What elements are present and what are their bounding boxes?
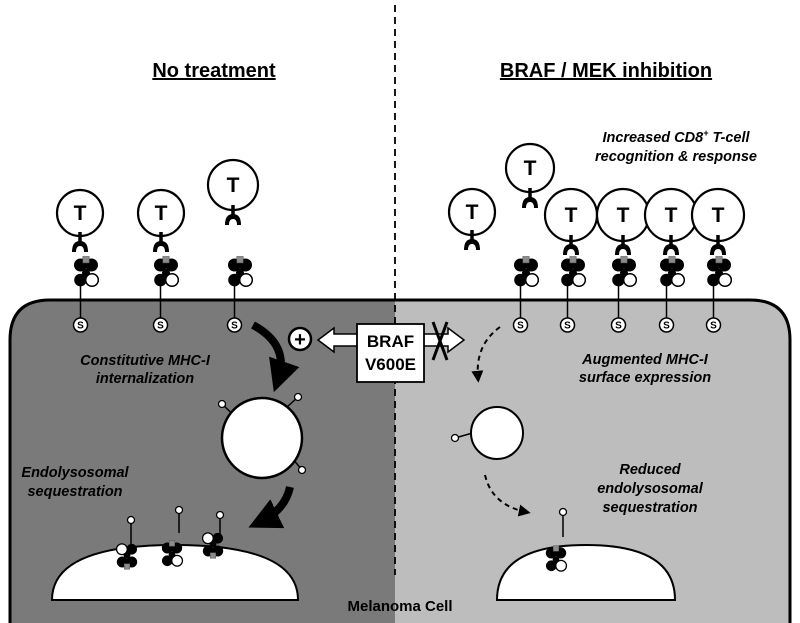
t-cell: T — [206, 158, 260, 225]
s-anchor-label: S — [710, 321, 717, 332]
s-anchor-label: S — [663, 321, 670, 332]
tcr-receptor-icon — [663, 235, 679, 255]
reduced-label: Reduced — [619, 462, 681, 478]
recognition-label-line2: recognition & response — [595, 149, 757, 165]
mhc-i-complex-icon — [561, 256, 587, 318]
s-anchor-label: S — [77, 321, 84, 332]
t-cell-label: T — [712, 204, 725, 227]
mhc-i-complex-icon — [115, 543, 138, 570]
cell-membrane — [8, 298, 792, 623]
s-anchor-icon: S — [226, 317, 243, 333]
t-cell: T — [504, 142, 556, 208]
internalization-arrow — [250, 321, 300, 393]
inhibition-cross-icon — [431, 321, 449, 361]
t-cell: T — [690, 187, 746, 255]
mhc-i-complex-icon — [545, 545, 568, 572]
mhc-i-complex-icon — [660, 256, 686, 318]
augmented-label: Augmented MHC-I — [581, 352, 709, 368]
t-cell-label: T — [155, 202, 168, 225]
mhc-stalk — [174, 505, 184, 533]
heading-no-treatment: No treatment — [152, 60, 276, 82]
activation-plus-sign: + — [294, 329, 306, 351]
s-anchor-label: S — [615, 321, 622, 332]
tcr-receptor-icon — [615, 235, 631, 255]
braf-mutation-label: V600E — [365, 355, 416, 374]
tcr-receptor-icon — [225, 205, 241, 225]
s-anchor-icon: S — [559, 317, 576, 333]
mhc-i-complex-icon — [161, 540, 184, 567]
mhc-i-complex-icon — [154, 256, 180, 318]
s-anchor-label: S — [231, 321, 238, 332]
t-cell-label: T — [617, 204, 630, 227]
tcr-receptor-icon — [153, 232, 169, 252]
tcr-receptor-icon — [522, 188, 538, 208]
sequestration-arrow — [248, 485, 294, 529]
s-anchor-icon: S — [610, 317, 627, 333]
mhc-i-complex-icon — [612, 256, 638, 318]
endolysosome-right — [495, 543, 677, 601]
endosome-left — [220, 396, 304, 480]
t-cell-label: T — [665, 204, 678, 227]
s-anchor-icon: S — [152, 317, 169, 333]
tcr-receptor-icon — [464, 230, 480, 250]
tcr-receptor-icon — [563, 235, 579, 255]
t-cells: T T T T T T T T T — [55, 142, 746, 255]
t-cell-label: T — [524, 157, 537, 180]
sequestration-label-line2: sequestration — [27, 484, 122, 500]
internalization-label-line2: internalization — [96, 371, 194, 387]
t-cell-label: T — [74, 202, 87, 225]
t-cell-label: T — [227, 174, 240, 197]
activation-plus-icon — [287, 326, 313, 352]
caption-melanoma-cell: Melanoma Cell — [347, 598, 452, 615]
mhc-i-complex-icon — [201, 532, 224, 559]
t-cell-label: T — [565, 204, 578, 227]
mhc-stalk — [126, 515, 136, 545]
heading-braf-mek: BRAF / MEK inhibition — [500, 60, 712, 82]
reduced-sequestration-arrow — [484, 474, 531, 517]
augmented-label-line2: surface expression — [579, 370, 711, 386]
reduced-label-line2: endolysosomal — [597, 481, 704, 497]
reduced-label-line3: sequestration — [602, 500, 697, 516]
s-anchor-label: S — [564, 321, 571, 332]
s-anchor-label: S — [157, 321, 164, 332]
endosome-right — [470, 406, 524, 460]
tcr-receptor-icon — [72, 232, 88, 252]
s-anchor-icon: S — [512, 317, 529, 333]
sequestration-label: Endolysosomal — [21, 465, 129, 481]
mhc-i-complex-icon — [74, 256, 100, 318]
s-anchor-label: S — [517, 321, 524, 332]
t-cell: T — [643, 187, 699, 255]
t-cell: T — [136, 188, 186, 252]
s-anchor-icon: S — [72, 317, 89, 333]
internalization-label: Constitutive MHC-I — [80, 353, 211, 369]
t-cell: T — [595, 187, 651, 255]
t-cell-label: T — [466, 201, 479, 224]
mhc-i-complex-icon — [228, 256, 254, 318]
s-anchor-icon: S — [705, 317, 722, 333]
s-anchor-icon: S — [658, 317, 675, 333]
tcr-receptor-icon — [710, 235, 726, 255]
braf-box — [356, 323, 425, 383]
t-cell: T — [447, 187, 497, 250]
braf-label: BRAF — [367, 332, 414, 351]
mhc-stalk — [558, 507, 568, 537]
t-cell: T — [543, 187, 599, 255]
recognition-label: Increased CD8+ T-cell — [602, 128, 750, 146]
t-cell: T — [55, 188, 105, 252]
mhc-i-complex-icon — [707, 256, 733, 318]
mhc-i-complex-icon — [514, 256, 540, 318]
reduced-internalization-arrow — [471, 326, 501, 383]
